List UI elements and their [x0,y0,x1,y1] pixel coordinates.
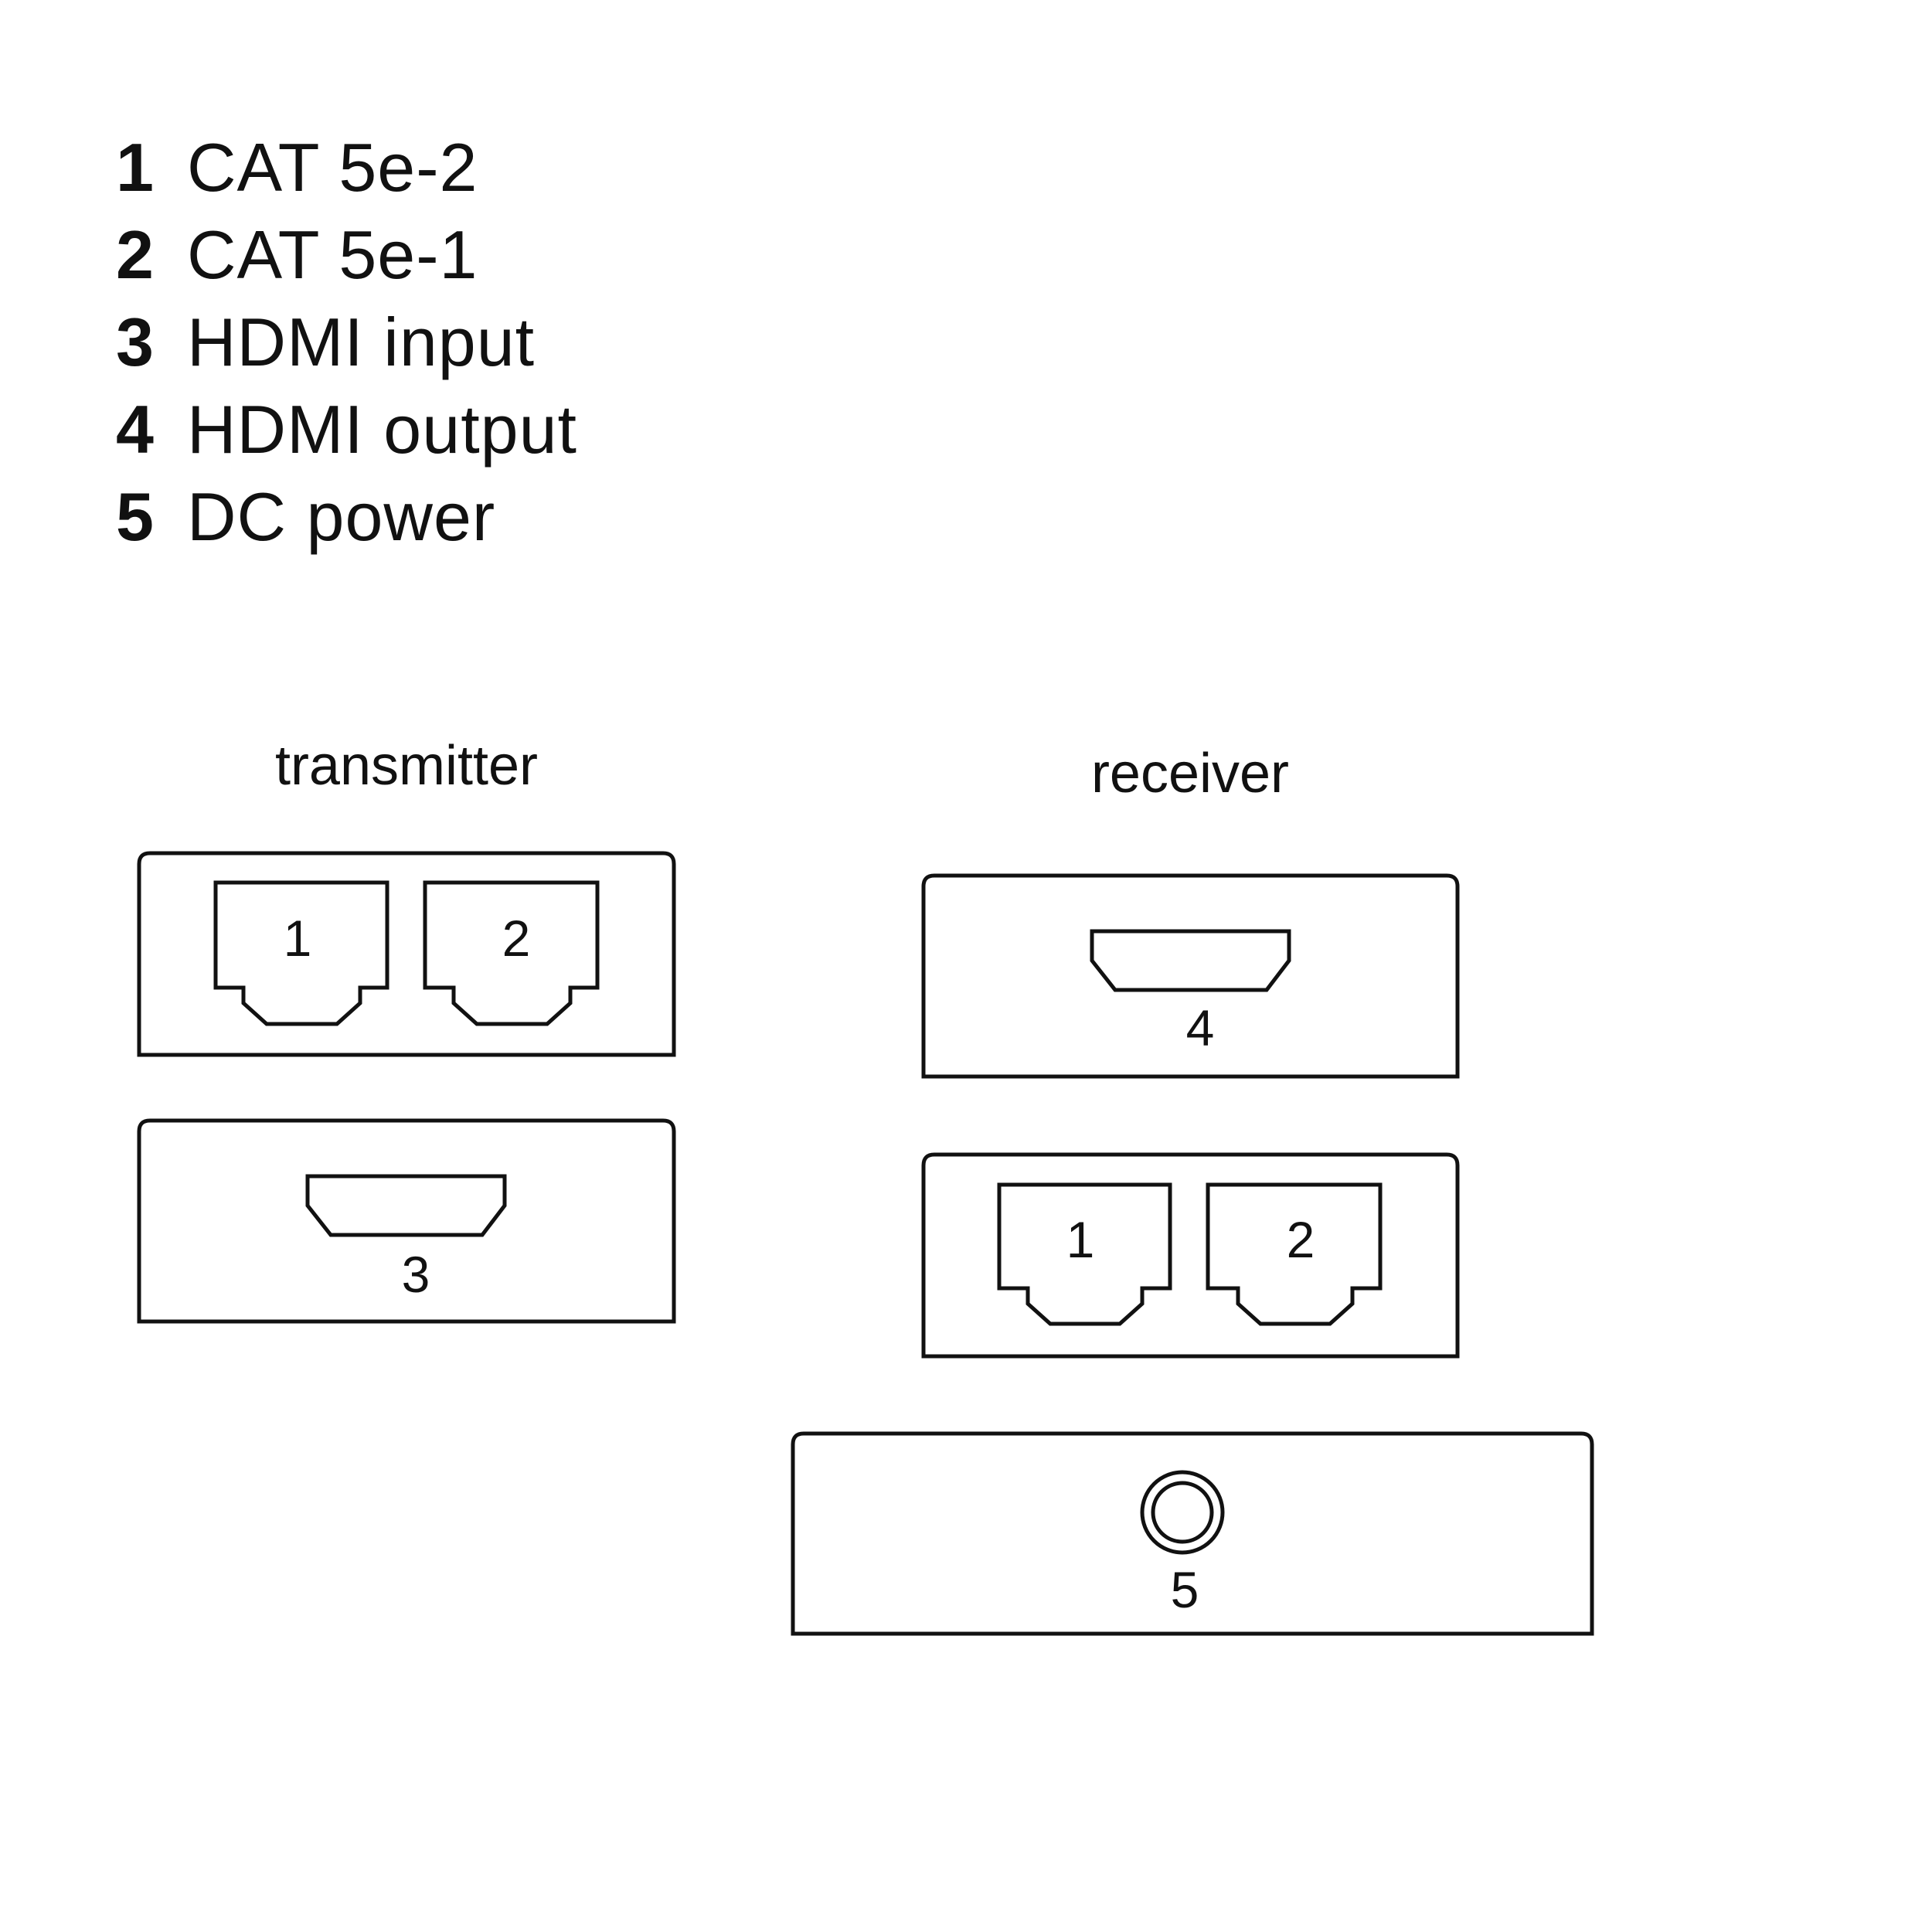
receiver-port-1-label: 1 [1066,1211,1095,1268]
transmitter-hdmi-housing [137,1118,676,1324]
transmitter-rj45-panel: 1 2 [137,851,676,1057]
receiver-hdmi-housing [921,873,1460,1079]
legend-text: DC power [187,478,496,555]
rj45-port-icon [1206,1182,1383,1326]
legend-number: 3 [116,303,154,380]
legend-item-5: 5 DC power [116,473,577,560]
legend-item-1: 1 CAT 5e-2 [116,124,577,211]
rj45-port-icon [423,880,600,1026]
hdmi-port-icon [1090,929,1291,992]
legend-text: HDMI output [187,390,577,468]
legend-item-2: 2 CAT 5e-1 [116,211,577,298]
receiver-hdmi-label: 4 [1186,999,1215,1056]
transmitter-hdmi-panel: 3 [137,1118,676,1324]
receiver-dc-label: 5 [1171,1561,1199,1618]
receiver-rj45-panel: 1 2 [921,1152,1460,1359]
transmitter-port-2-label: 2 [502,910,531,967]
transmitter-rj45-housing [137,851,676,1057]
legend-text: HDMI input [187,303,536,380]
receiver-title: receiver [1091,743,1289,804]
legend-text: CAT 5e-1 [187,216,478,293]
receiver-port-2-label: 2 [1287,1211,1315,1268]
receiver-rj45-housing [921,1152,1460,1359]
legend-item-3: 3 HDMI input [116,298,577,386]
legend-number: 4 [116,390,154,468]
transmitter-port-1-label: 1 [284,910,312,967]
receiver-hdmi-panel: 4 [921,873,1460,1079]
legend-number: 2 [116,216,154,293]
dc-jack-inner-icon [1151,1481,1214,1544]
transmitter-hdmi-label: 3 [402,1246,430,1303]
transmitter-title: transmitter [275,735,538,797]
legend-number: 5 [116,478,154,555]
legend: 1 CAT 5e-2 2 CAT 5e-1 3 HDMI input 4 HDM… [116,124,577,560]
hdmi-port-icon [305,1174,507,1237]
legend-text: CAT 5e-2 [187,128,478,206]
dc-jack-outer-icon [1140,1470,1225,1555]
legend-item-4: 4 HDMI output [116,386,577,473]
rj45-port-icon [997,1182,1172,1326]
receiver-dc-housing [791,1431,1594,1636]
rj45-port-icon [213,880,389,1026]
legend-number: 1 [116,128,154,206]
receiver-dc-panel: 5 [791,1431,1594,1636]
